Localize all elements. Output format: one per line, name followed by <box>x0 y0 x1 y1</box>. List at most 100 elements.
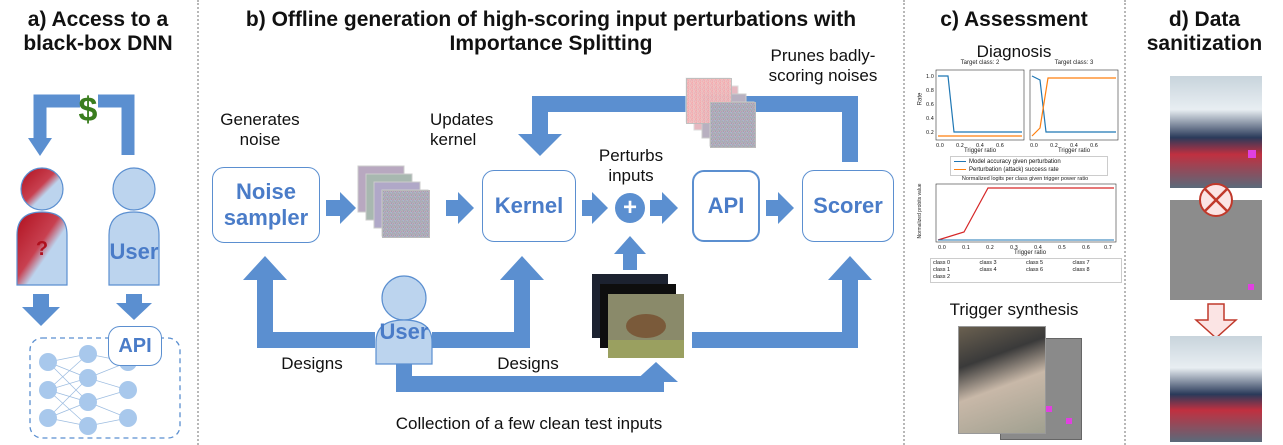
svg-text:0.4: 0.4 <box>926 116 934 122</box>
loop-line-right <box>98 94 135 155</box>
svg-text:0.2: 0.2 <box>1050 143 1058 149</box>
legend-success-text: Perturbation (attack) success rate <box>969 167 1059 173</box>
svg-text:0.0: 0.0 <box>938 245 946 251</box>
plus-sign: + <box>622 194 637 221</box>
panel-c-title: c) Assessment <box>940 8 1088 31</box>
logits-plot: 0.0 0.1 0.2 0.3 0.4 0.5 0.6 0.7 <box>935 183 1117 251</box>
prunes-line1: Prunes badly- <box>770 46 876 65</box>
designs-left-label: Designs <box>281 354 343 373</box>
plot2-accuracy-line <box>1031 75 1116 133</box>
plus-circle <box>615 193 645 223</box>
plot2-success-line <box>1031 77 1116 137</box>
divider-a-b <box>197 0 199 445</box>
logits-legend-item: class 0 <box>933 260 951 266</box>
panel-b-title: b) Offline generation of high-scoring in… <box>200 8 902 56</box>
svg-text:0.4: 0.4 <box>1070 143 1078 149</box>
panel-b-title-line1: b) Offline generation of high-scoring in… <box>245 8 857 31</box>
poisoned-ship-image <box>1170 76 1262 188</box>
panel-a-title: a) Access to a black-box DNN <box>0 8 196 56</box>
svg-text:0.1: 0.1 <box>962 245 970 251</box>
plot2-title: Target class: 3 <box>1054 60 1094 66</box>
dollar-sign: $ <box>78 91 98 129</box>
noise-sampler-box: Noise sampler <box>212 167 320 243</box>
svg-text:0.3: 0.3 <box>1010 245 1018 251</box>
logits-title: Normalized logits per class given trigge… <box>961 176 1089 182</box>
perturbs-inputs-line2: inputs <box>608 166 654 185</box>
svg-text:0.6: 0.6 <box>1082 245 1090 251</box>
svg-text:0.6: 0.6 <box>996 143 1004 149</box>
logits-legend: class 0 class 3 class 5 class 7 class 1 … <box>930 258 1122 283</box>
user-person-head <box>112 167 156 211</box>
noise-trigger-patch <box>1248 284 1254 290</box>
svg-text:1.0: 1.0 <box>926 74 934 80</box>
svg-text:0.2: 0.2 <box>986 245 994 251</box>
panel-b-title-line2: Importance Splitting <box>449 32 653 55</box>
logits-legend-item: class 8 <box>1072 267 1090 273</box>
logits-legend-item: class 7 <box>1072 260 1090 266</box>
perturbs-inputs-label: Perturbs inputs <box>586 146 676 186</box>
trigger-pixel-patch <box>1066 418 1072 424</box>
panel-b-user-label: User <box>379 319 429 344</box>
noise-sampler-line1: Noise <box>236 179 296 204</box>
down-arrow-left-head <box>22 307 60 326</box>
panel-d-title-line2: sanitization <box>1146 32 1263 55</box>
panel-d-symbols <box>1194 183 1238 340</box>
loop-arrow-left <box>33 94 80 140</box>
logits-class3-line <box>937 187 1114 241</box>
noise-texture-front <box>382 190 430 238</box>
trigger-pixel-patch-front <box>1046 406 1052 412</box>
down-arrow-right-head <box>116 303 152 320</box>
designs-right-label: Designs <box>497 354 559 373</box>
generates-noise-line1: Generates <box>220 110 300 129</box>
api-box: API <box>692 170 760 242</box>
clean-image-stack <box>592 274 684 358</box>
plot-xlabel-2: Trigger ratio <box>1057 148 1091 154</box>
diagnosis-label: Diagnosis <box>976 42 1052 61</box>
svg-text:0.4: 0.4 <box>976 143 984 149</box>
prunes-line2: scoring noises <box>768 66 878 85</box>
updates-kernel-line2: kernel <box>430 130 477 149</box>
scorer-box: Scorer <box>802 170 894 242</box>
unknown-mark: ? <box>35 238 49 260</box>
network-box <box>29 337 181 439</box>
logits-legend-item: class 2 <box>933 274 951 280</box>
plot2 <box>1029 69 1119 141</box>
panel-a-graphics <box>16 94 181 439</box>
svg-text:0.6: 0.6 <box>1090 143 1098 149</box>
divider-c-d <box>1124 0 1126 445</box>
panel-a-user-label: User <box>109 239 159 264</box>
svg-text:0.5: 0.5 <box>1058 245 1066 251</box>
logits-legend-item: class 1 <box>933 267 951 273</box>
generates-noise-line2: noise <box>239 130 281 149</box>
legend-accuracy: Model accuracy given perturbation <box>954 158 1104 166</box>
kernel-box: Kernel <box>482 170 576 242</box>
svg-text:0.6: 0.6 <box>926 102 934 108</box>
plot-xlabel-1: Trigger ratio <box>963 148 997 154</box>
down-arrow-right-shaft <box>126 294 142 304</box>
panel-b-user-head <box>381 275 427 321</box>
trigger-person-image <box>958 326 1046 434</box>
trigger-synthesis-label: Trigger synthesis <box>949 300 1079 319</box>
logits-legend-item: class 5 <box>1026 260 1044 266</box>
diagnosis-legend: Model accuracy given perturbation Pertur… <box>950 156 1108 176</box>
plot1-accuracy-line <box>938 75 1022 133</box>
svg-text:0.7: 0.7 <box>1104 245 1112 251</box>
collection-label: Collection of a few clean test inputs <box>395 414 663 433</box>
unknown-person-head <box>20 167 64 211</box>
down-arrow-icon <box>1194 303 1238 340</box>
user-person-body <box>108 211 160 286</box>
panel-d-title: d) Data sanitization <box>1126 8 1283 56</box>
svg-text:0.4: 0.4 <box>1034 245 1042 251</box>
legend-accuracy-text: Model accuracy given perturbation <box>969 159 1061 165</box>
updates-kernel-line1: Updates <box>430 110 494 129</box>
panel-b-user-body <box>375 319 433 365</box>
logits-legend-item: class 6 <box>1026 267 1044 273</box>
plot1 <box>935 69 1025 141</box>
sanitized-ship-image <box>1170 336 1262 442</box>
perturbs-inputs-line1: Perturbs <box>598 146 664 165</box>
plot1-title: Target class: 2 <box>960 60 1000 66</box>
poisoned-ship-patch <box>1248 150 1256 158</box>
noise-texture-pruned-front <box>710 102 756 148</box>
svg-text:0.0: 0.0 <box>1030 143 1038 149</box>
